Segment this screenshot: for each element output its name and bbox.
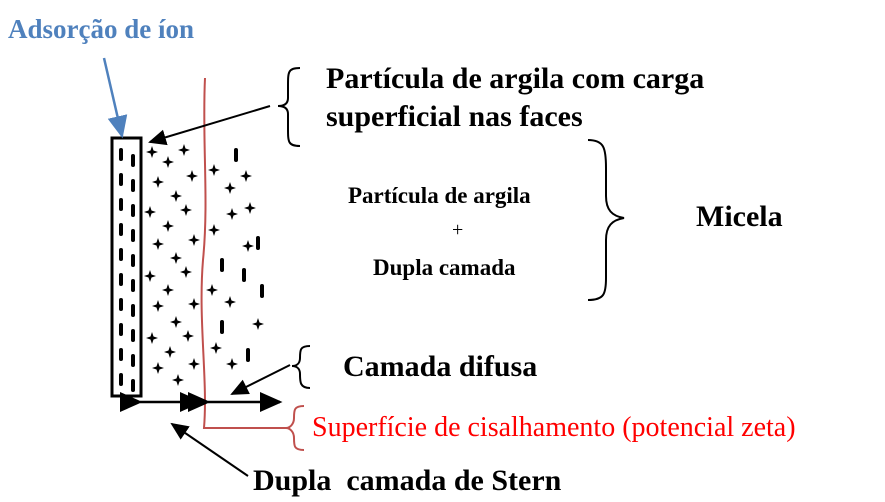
counter-ion [224,182,236,194]
counter-ion [244,202,256,214]
counter-ion [208,164,220,176]
shear-surface-line [200,77,290,429]
ion-adsorption-arrow [102,57,128,139]
counter-ion [152,238,164,250]
counter-ion [144,206,156,218]
shear-surface-label: Superfície de cisalhamento (potencial ze… [312,412,796,443]
counter-ion [208,224,220,236]
counter-ion [152,176,164,188]
micelle-brace [587,139,625,301]
counter-ion [180,204,192,216]
counter-ion [144,270,156,282]
counter-ion [162,220,174,232]
counter-ion [146,332,158,344]
stern-layer-label: Dupla camada de Stern [253,464,562,497]
counter-ion [188,234,200,246]
counter-ion [152,362,164,374]
counter-ion [170,190,182,202]
co-ions [220,148,264,362]
counter-ion [186,170,198,182]
ion-adsorption-label: Adsorção de íon [8,14,195,44]
counter-ion [164,346,176,358]
micelle-composition-line1: Partícula de argila [348,183,531,208]
micelle-composition-plus: + [452,219,464,241]
counter-ion [240,170,252,182]
micelle-composition-line3: Dupla camada [373,255,516,280]
counter-ion [170,316,182,328]
counter-ion [206,284,218,296]
negative-surface-charges [119,148,135,392]
counter-ion [146,146,158,158]
micelle-label: Micela [696,200,783,233]
counter-ion [210,342,222,354]
counter-ion [172,374,184,386]
clay-particle-arrow [148,105,271,146]
shear-surface-brace [285,405,305,451]
counter-ion [152,300,164,312]
counter-ion [252,318,264,330]
counter-ion [178,144,190,156]
stern-layer-arrow [170,422,249,477]
counter-ion [162,156,174,168]
diffuse-layer-brace [291,345,311,389]
counter-ion [162,284,174,296]
diffuse-layer-arrow [230,364,291,395]
counter-ion [182,330,194,342]
counter-ion [242,240,254,252]
counter-ions [144,144,264,386]
counter-ion [188,358,200,370]
counter-ion [224,296,236,308]
clay-particle-label-line1: Partícula de argila com carga [326,62,705,95]
diffuse-layer-label: Camada difusa [343,350,538,383]
counter-ion [170,252,182,264]
clay-particle-brace [277,67,301,147]
clay-particle-label-line2: superficial nas faces [326,100,583,133]
counter-ion [226,358,238,370]
counter-ion [180,266,192,278]
clay-particle-box [110,136,143,398]
counter-ion [188,298,200,310]
counter-ion [226,208,238,220]
